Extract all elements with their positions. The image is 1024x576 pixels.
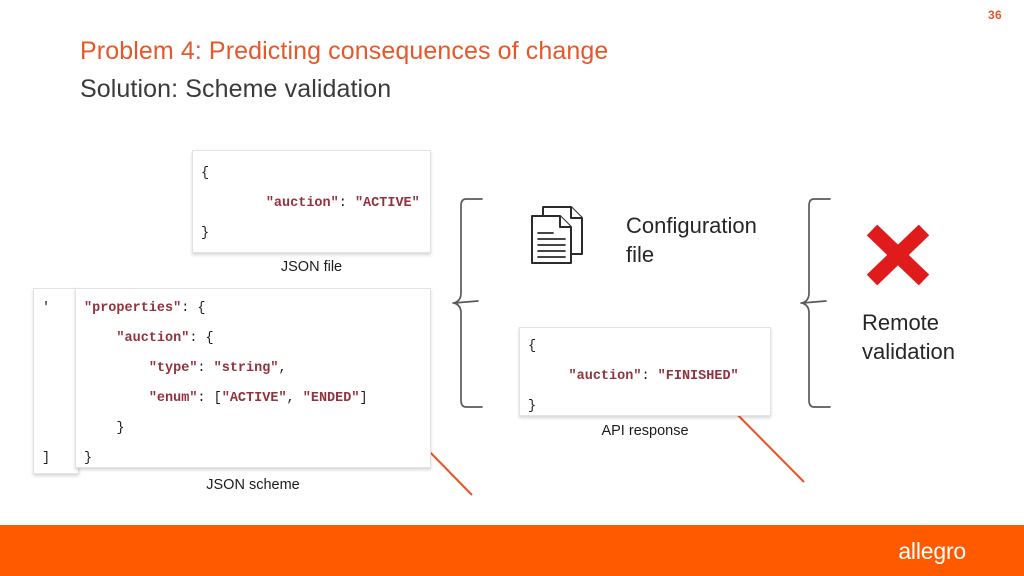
scheme-type-value: "string" <box>213 361 279 376</box>
api-value: "FINISHED" <box>657 369 739 384</box>
scheme-auction-rest: : { <box>189 331 214 346</box>
json-file-colon: : <box>338 196 355 211</box>
allegro-logo: allegro <box>898 538 966 564</box>
configuration-label-line1: Configuration <box>626 213 757 238</box>
background-code-card: ' ] <box>33 288 79 474</box>
scheme-auction-key: "auction" <box>116 331 190 346</box>
json-file-line1: { <box>201 166 210 181</box>
scheme-enum-mid: : [ <box>197 391 222 406</box>
scheme-type-mid: : <box>197 361 214 376</box>
json-file-card: { "auction": "ACTIVE" } <box>192 150 431 253</box>
api-line3: } <box>528 399 537 414</box>
ghost-bottom-fragment: ] <box>42 451 51 466</box>
json-file-caption: JSON file <box>280 259 343 275</box>
right-curly-brace <box>800 198 831 408</box>
red-x-icon <box>866 224 930 286</box>
left-curly-brace <box>452 198 483 408</box>
scheme-enum-value-active: "ACTIVE" <box>221 391 287 406</box>
footer-bar: allegro <box>0 525 1024 576</box>
remote-label-line1: Remote <box>862 310 940 335</box>
scheme-enum-sep: , <box>286 391 303 406</box>
page-subtitle: Solution: Scheme validation <box>80 75 392 103</box>
scheme-enum-end: ] <box>359 391 368 406</box>
json-file-line3: } <box>201 226 210 241</box>
scheme-close-inner: } <box>116 421 125 436</box>
json-file-key: "auction" <box>265 196 339 211</box>
ghost-top-fragment: ' <box>42 301 51 316</box>
page-title: Problem 4: Predicting consequences of ch… <box>80 37 609 65</box>
scheme-enum-value-ended: "ENDED" <box>302 391 360 406</box>
remote-validation-label: Remote validation <box>862 308 955 366</box>
api-line1: { <box>528 339 537 354</box>
api-key: "auction" <box>568 369 642 384</box>
configuration-file-label: Configuration file <box>626 211 757 269</box>
json-scheme-card: "properties": { "auction": { "type": "st… <box>75 288 431 468</box>
api-response-caption: API response <box>601 423 689 439</box>
scheme-type-key: "type" <box>148 361 198 376</box>
scheme-type-end: , <box>278 361 287 376</box>
page-number: 36 <box>988 8 1002 22</box>
scheme-properties-key: "properties" <box>84 301 182 316</box>
json-file-value: "ACTIVE" <box>354 196 420 211</box>
configuration-label-line2: file <box>626 242 655 267</box>
scheme-close-outer: } <box>84 451 93 466</box>
api-colon: : <box>641 369 658 384</box>
scheme-properties-rest: : { <box>181 301 206 316</box>
scheme-enum-key: "enum" <box>148 391 198 406</box>
documents-icon <box>531 206 583 264</box>
api-response-card: { "auction": "FINISHED" } <box>519 327 771 416</box>
json-scheme-caption: JSON scheme <box>206 477 300 493</box>
remote-label-line2: validation <box>862 339 955 364</box>
